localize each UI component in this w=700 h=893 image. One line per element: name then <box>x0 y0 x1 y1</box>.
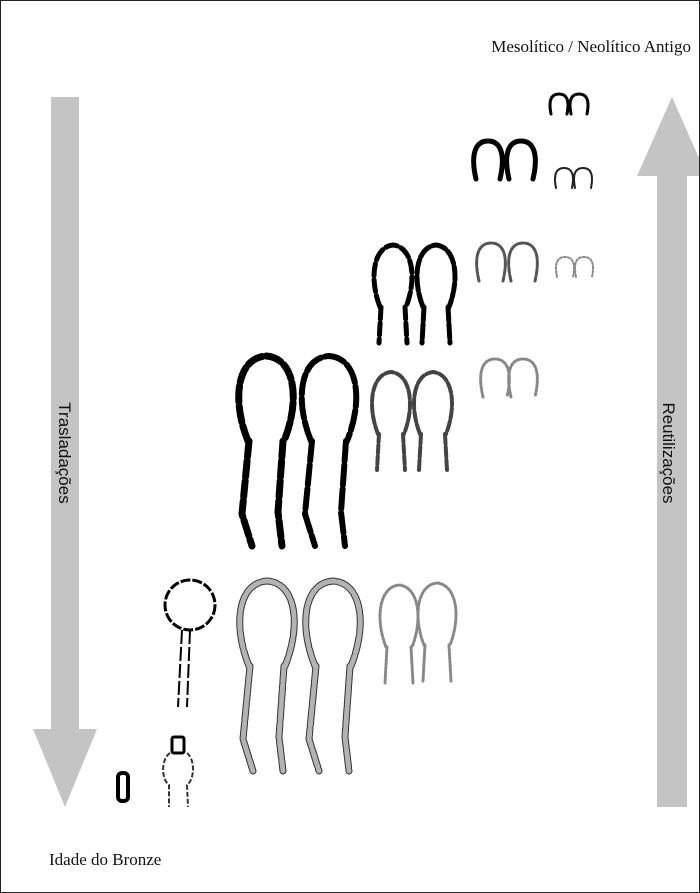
burial-figure <box>374 245 412 343</box>
burial-figure <box>411 370 455 472</box>
arrow-down-shape <box>33 97 97 807</box>
burial-figure <box>573 256 595 278</box>
burial-figure <box>507 241 539 283</box>
burial-row-6 <box>116 735 194 808</box>
burial-figure <box>548 92 570 116</box>
burial-figure <box>163 578 217 708</box>
burial-figure <box>116 771 130 803</box>
reutilizacoes-arrow: Reutilizações <box>637 97 699 807</box>
burial-figure <box>572 167 594 189</box>
burial-figure <box>475 241 507 283</box>
burial-figure <box>378 583 420 685</box>
reutilizacoes-label: Reutilizações <box>659 402 678 503</box>
arrow-up-shape <box>637 97 699 807</box>
burial-figure <box>568 92 590 116</box>
burial-figure <box>162 735 194 808</box>
period-label-mesolithic: Mesolítico / Neolítico Antigo <box>491 37 691 56</box>
trasladacoes-label: Trasladações <box>55 402 74 503</box>
burial-row-5 <box>163 578 458 771</box>
period-label-bronze-age: Idade do Bronze <box>49 850 162 869</box>
burial-figure <box>416 581 458 683</box>
burial-figure <box>369 370 413 472</box>
burial-row-3 <box>374 241 595 343</box>
burial-figure <box>507 141 536 179</box>
burial-figure <box>302 356 356 546</box>
burial-figure <box>553 167 575 189</box>
burial-figure <box>417 245 455 343</box>
burial-figure <box>239 356 293 546</box>
burial-figure <box>507 357 539 399</box>
burial-row-1 <box>548 92 590 116</box>
burial-figure <box>554 256 576 278</box>
burial-row-4 <box>239 356 539 546</box>
burial-figure <box>474 141 503 179</box>
burial-figure <box>479 357 511 399</box>
burial-row-2 <box>474 141 594 189</box>
trasladacoes-arrow: Trasladações <box>33 97 97 807</box>
